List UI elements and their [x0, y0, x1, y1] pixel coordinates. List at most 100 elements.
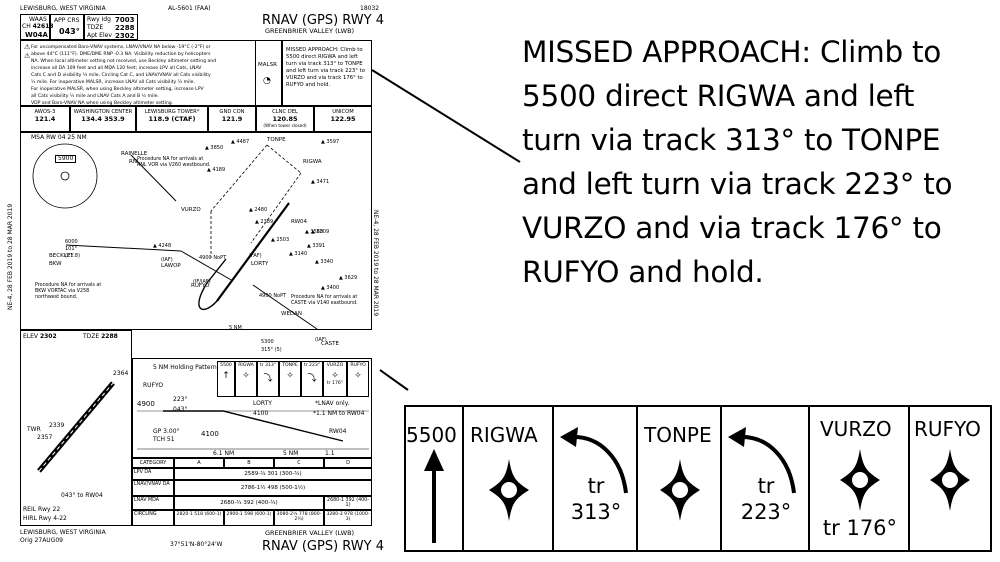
elevation-label: ▲ 3568 [305, 229, 324, 235]
fix-label: WEDAN [281, 311, 302, 317]
comm-value: 118.9 (CTAF) [148, 115, 196, 123]
missed-approach-small-line: 5500 direct RIGWA and left [286, 54, 358, 60]
comm-name: GND CON [219, 109, 245, 115]
callout-line-text [371, 69, 521, 163]
comm-value: 120.85 [272, 115, 298, 123]
feeder-route [130, 154, 177, 202]
fix-rufyo: RUFYO [914, 417, 981, 441]
mini-icon-cell: tr 223°⤵ [301, 361, 323, 397]
mini-missed-icons: 5500↑RIGWA✧tr 313°⤵TONPE✧tr 223°⤵VURZO✧t… [217, 361, 371, 397]
waas-label: WAAS [29, 16, 47, 23]
minimums-header-cell: CATEGORY [132, 458, 174, 468]
profile-tch: TCH 51 [153, 436, 175, 443]
leg-label: 101° [65, 246, 78, 252]
leg-label: 6000 [65, 239, 78, 245]
elevation-label: ▲ 2480 [249, 207, 268, 213]
ch-label-text: CH [22, 23, 31, 30]
leg-label: 4900 NoPT [259, 293, 287, 299]
briefing-note-line: increase all DA 109 feet and all MDA 120… [31, 66, 202, 71]
fix-label: BECKLEY [49, 253, 74, 259]
runway-course: 043° to RW04 [61, 492, 103, 499]
icon-cell-rufyo: RUFYO [910, 407, 992, 550]
mini-waypoint-icon: ✧ [354, 371, 362, 381]
notes-box: For uncompensated Baro-VNAV systems, LNA… [20, 40, 282, 106]
briefing-note-line: above 44°C (111°F). DME/DME RNP -0.3 NA.… [31, 52, 211, 57]
ma-line-4: and left turn via track 223° to [522, 167, 953, 201]
turn-arrow-icon [728, 427, 796, 494]
final-approach-course [216, 202, 290, 302]
elev-label: ELEV [23, 333, 39, 340]
light-hirl: HIRL Rwy 4-22 [23, 515, 67, 522]
mini-climb-arrow-icon: ↑ [222, 371, 230, 381]
profile-hold: 5 NM Holding Pattern [153, 364, 217, 371]
footer-location: LEWISBURG, WEST VIRGINIA [20, 529, 106, 536]
fix-label: VURZO [181, 207, 201, 213]
elevation-label: ▲ 3400 [321, 285, 340, 291]
fix-tonpe: TONPE [644, 423, 712, 447]
minimums-header-cell: C [274, 458, 324, 468]
briefing-note-line: VDP and Baro-VNAV NA when using Beckley … [31, 101, 174, 106]
tdze-label-ad: TDZE [83, 333, 100, 340]
mini-icon-label: 5500 [220, 363, 232, 368]
approach-chart: LEWISBURG, WEST VIRGINIA AL-5601 (FAA) 1… [0, 0, 392, 562]
fix-label: LORTY [251, 261, 269, 267]
tr-word-1: tr [587, 474, 605, 498]
header-procedure-number: 18032 [360, 5, 380, 12]
tdze-value-ad: 2288 [101, 333, 118, 340]
comm-value: 121.9 [221, 115, 243, 123]
msa-label: MSA RW 04 25 NM [31, 134, 87, 141]
profile-dist1: 6.1 NM [213, 450, 235, 457]
missed-track-line [266, 144, 302, 174]
mini-track-label: tr 176° [326, 381, 344, 386]
waypoint-star-icon [660, 459, 700, 521]
footer-airport: GREENBRIER VALLEY (LWB) [265, 529, 355, 537]
iaf-label: (IAF) [315, 337, 327, 343]
footer-title: RNAV (GPS) RWY 4 [262, 539, 384, 554]
profile-alt-4100: 4100 [201, 430, 219, 438]
mini-waypoint-icon: ✧ [286, 371, 294, 381]
minimums-value: 2680-1 392 (400-1) [324, 496, 372, 510]
header-al-number: AL-5601 (FAA) [168, 5, 211, 12]
climb-altitude: 5500 [406, 423, 457, 447]
msa-altitude: 5900 [55, 155, 77, 163]
briefing-note-line: ½ mile. For inoperative MALSR, increase … [31, 80, 195, 85]
holding-pattern [198, 258, 227, 311]
briefing-note-line: For uncompensated Baro-VNAV systems, LNA… [31, 45, 211, 50]
elevation-label: ▲ 3140 [289, 251, 308, 257]
fix-rigwa: RIGWA [470, 423, 538, 447]
elevation-label: ▲ 4248 [153, 243, 172, 249]
twr-label: TWR [27, 426, 41, 433]
profile-crs-223: 223° [173, 396, 188, 403]
leg-label: 4900 NoPT [199, 255, 227, 261]
mini-waypoint-icon: ✧ [242, 371, 250, 381]
elevation-label: ▲ 4487 [231, 139, 250, 145]
malsr-box: MALSR ◔ [255, 40, 282, 106]
iaf-label: (FAF) [249, 253, 262, 259]
briefing-note-line: Cats C and D visibility ¼ mile, Circling… [31, 73, 211, 78]
comm-value: 134.4 353.9 [81, 115, 125, 123]
briefing-notes: For uncompensated Baro-VNAV systems, LNA… [31, 44, 216, 107]
icon-cell-climb: 5500 [404, 407, 464, 550]
mini-icon-cell: tr 313°⤵ [257, 361, 279, 397]
tr-deg-1: 313° [570, 500, 622, 524]
header-airport: GREENBRIER VALLEY (LWB) [265, 27, 355, 35]
missed-approach-small-line: and left turn via track 223° to [286, 68, 365, 74]
elevation-label: ▲ 3391 [307, 243, 326, 249]
ch-value: 42613 [32, 23, 54, 30]
elev-value: 2302 [39, 333, 57, 340]
airport-tdze: TDZE 2288 [83, 334, 118, 340]
missed-track-line [210, 144, 268, 212]
profile-vdp: *1.1 NM to RW04 [313, 410, 365, 417]
mini-icon-label: tr 223° [303, 363, 321, 368]
comm-cell: LEWISBURG TOWER*118.9 (CTAF) [136, 106, 208, 132]
profile-alt-4100b: 4100 [253, 410, 269, 417]
iaf-label: (IAF) [161, 257, 173, 263]
header-location: LEWISBURG, WEST VIRGINIA [20, 5, 106, 12]
glidepath [163, 410, 344, 442]
